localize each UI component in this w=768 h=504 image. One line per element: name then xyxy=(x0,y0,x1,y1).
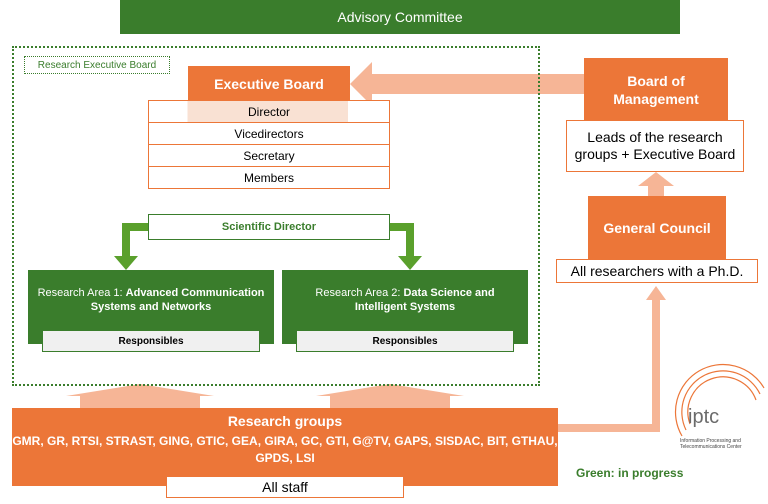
line-groups-to-gc xyxy=(558,298,660,432)
iptc-logo-arcs xyxy=(674,363,765,437)
general-council-members: All researchers with a Ph.D. xyxy=(556,259,758,283)
research-groups-members: All staff xyxy=(166,476,404,498)
exec-row-secretary: Secretary xyxy=(148,145,390,167)
arrow-bom-to-executive-board xyxy=(350,62,584,106)
iptc-logo-name: iptc xyxy=(688,406,720,428)
research-area-2-name: Data Science and Intelligent Systems xyxy=(354,287,495,313)
iptc-logo: iptc Information Processing and Telecomm… xyxy=(680,404,766,464)
research-groups-list: GMR, GR, RTSI, STRAST, GING, GTIC, GEA, … xyxy=(12,434,558,465)
arrowhead-sd-to-area2 xyxy=(398,256,422,270)
iptc-logo-subtitle: Information Processing and Telecommunica… xyxy=(680,438,742,450)
research-groups-box: Research groups GMR, GR, RTSI, STRAST, G… xyxy=(12,408,558,486)
research-executive-board-frame xyxy=(12,46,540,386)
research-area-1-label: Research Area 1: Advanced Communication … xyxy=(36,286,266,314)
exec-row-vicedirectors: Vicedirectors xyxy=(148,123,390,145)
research-area-1-name: Advanced Communication Systems and Netwo… xyxy=(90,287,265,313)
scientific-director-box: Scientific Director xyxy=(148,214,390,240)
research-executive-board-label: Research Executive Board xyxy=(24,56,170,74)
arrow-groups-to-area2 xyxy=(316,384,464,410)
board-of-management-title: Board of Management xyxy=(613,73,699,107)
executive-board-members-table: Director Vicedirectors Secretary Members xyxy=(148,100,390,189)
arrowhead-sd-to-area1 xyxy=(114,256,138,270)
legend-in-progress: Green: in progress xyxy=(576,466,684,480)
research-area-1-responsibles: Responsibles xyxy=(42,330,260,352)
research-area-1-prefix: Research Area 1: xyxy=(37,287,126,299)
executive-board-title: Executive Board xyxy=(214,76,324,92)
exec-row-members: Members xyxy=(148,167,390,189)
arrow-gc-to-bom xyxy=(638,172,674,196)
exec-row-director: Director xyxy=(148,100,390,123)
board-of-management-box: Board of Management xyxy=(584,58,728,122)
board-of-management-members: Leads of the research groups + Executive… xyxy=(566,120,744,172)
advisory-committee-label: Advisory Committee xyxy=(337,9,463,25)
general-council-box: General Council xyxy=(588,196,726,260)
research-area-2-label: Research Area 2: Data Science and Intell… xyxy=(290,286,520,314)
scientific-director-label: Scientific Director xyxy=(221,221,317,233)
arrow-groups-to-area1 xyxy=(66,384,214,410)
arrowhead-groups-to-gc xyxy=(646,286,666,300)
research-area-2-prefix: Research Area 2: xyxy=(315,287,404,299)
general-council-title: General Council xyxy=(603,220,711,236)
arrow-sd-to-area2 xyxy=(390,223,414,258)
executive-board-box: Executive Board xyxy=(188,66,350,102)
arrow-sd-to-area1 xyxy=(122,223,148,258)
research-area-2-responsibles: Responsibles xyxy=(296,330,514,352)
research-groups-title: Research groups xyxy=(227,413,343,429)
advisory-committee-box: Advisory Committee xyxy=(120,0,680,34)
